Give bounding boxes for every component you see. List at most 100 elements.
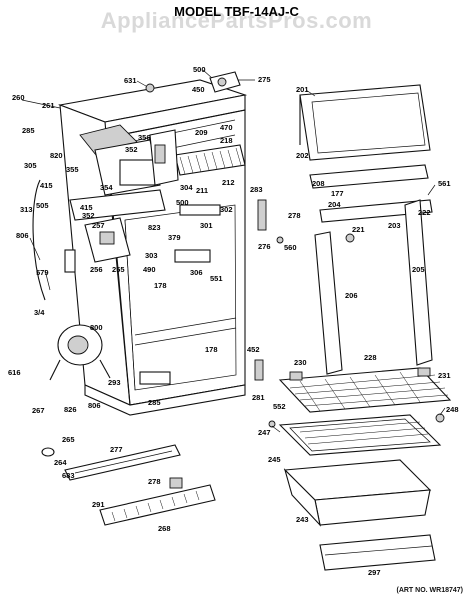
callout: 245 xyxy=(268,455,281,464)
callout: 221 xyxy=(352,225,365,234)
callout: 228 xyxy=(364,353,377,362)
callout: 297 xyxy=(368,568,381,577)
shelf-support-231 xyxy=(417,367,431,377)
kickplate-grille xyxy=(99,484,216,526)
callout: 203 xyxy=(388,221,401,230)
callout: 265 xyxy=(62,435,75,444)
callout: 352 xyxy=(82,211,95,220)
crisper-cover xyxy=(278,414,442,456)
callout: 293 xyxy=(108,378,121,387)
callout: 205 xyxy=(412,265,425,274)
callout: 178 xyxy=(205,345,218,354)
callout: 304 xyxy=(180,183,193,192)
callout: 201 xyxy=(296,85,309,94)
callout: 206 xyxy=(345,291,358,300)
callout: 255 xyxy=(112,265,125,274)
callout: 303 xyxy=(145,251,158,260)
hinge-bracket xyxy=(179,204,221,216)
crisper-cover-support xyxy=(174,249,211,263)
crisper-drawer xyxy=(283,459,432,527)
wire-shelf xyxy=(278,367,452,413)
callout: 823 xyxy=(148,223,161,232)
callout: 561 xyxy=(438,179,451,188)
callout: 278 xyxy=(288,211,301,220)
callout: 354 xyxy=(100,183,113,192)
callout: 177 xyxy=(331,189,344,198)
top-hinge xyxy=(209,71,241,93)
callout: 202 xyxy=(296,151,309,160)
callout: 212 xyxy=(222,178,235,187)
callout: 806 xyxy=(16,231,29,240)
art-number: (ART NO. WR18747) xyxy=(396,587,463,594)
watermark-text: AppliancePartsPros.com xyxy=(100,8,373,33)
callout: 806 xyxy=(88,401,101,410)
callout: 551 xyxy=(210,274,223,283)
callout: 276 xyxy=(258,242,271,251)
callout: 247 xyxy=(258,428,271,437)
screw-631 xyxy=(145,83,155,93)
callout: 560 xyxy=(284,243,297,252)
callout: 285 xyxy=(148,398,161,407)
refrigerant-tube xyxy=(32,179,46,301)
callout: 278 xyxy=(148,477,161,486)
freezer-shelf-rack xyxy=(174,144,246,176)
door-bin xyxy=(319,534,436,571)
callout: 616 xyxy=(8,368,21,377)
door-post-205 xyxy=(404,199,433,366)
callout: 500 xyxy=(176,198,189,207)
callout: 450 xyxy=(192,85,205,94)
callout: 313 xyxy=(20,205,33,214)
callout: 256 xyxy=(90,265,103,274)
hinge-part-452 xyxy=(254,359,264,381)
callout: 178 xyxy=(154,281,167,290)
callout: 285 xyxy=(22,126,35,135)
callout: 415 xyxy=(80,203,93,212)
callout: 800 xyxy=(90,323,103,332)
callout: 275 xyxy=(258,75,271,84)
callout: 243 xyxy=(296,515,309,524)
callout: 305 xyxy=(24,161,37,170)
callout: 302 xyxy=(220,205,233,214)
callout: 490 xyxy=(143,265,156,274)
screw-247 xyxy=(268,420,276,428)
callout: 281 xyxy=(252,393,265,402)
compressor xyxy=(49,324,111,381)
callout: 452 xyxy=(247,345,260,354)
callout: 470 xyxy=(220,123,233,132)
callout: 208 xyxy=(312,179,325,188)
callout: 209 xyxy=(195,128,208,137)
callout: 267 xyxy=(32,406,45,415)
callout: 248 xyxy=(446,405,459,414)
callout: 301 xyxy=(200,221,213,230)
screw-560 xyxy=(276,236,284,244)
callout: 356 xyxy=(138,133,151,142)
callout: 283 xyxy=(250,185,263,194)
callout: 552 xyxy=(273,402,286,411)
cabinet-body xyxy=(57,79,248,416)
callout: 505 xyxy=(36,201,49,210)
door-shelf-top xyxy=(299,84,431,161)
screw-248 xyxy=(435,413,445,423)
callout: 260 xyxy=(12,93,25,102)
control-box xyxy=(64,217,131,273)
hinge-part-283 xyxy=(257,199,267,231)
door-shelf-bar-208 xyxy=(309,164,429,189)
evaporator-assembly xyxy=(79,124,179,196)
callout: 230 xyxy=(294,358,307,367)
callout: 306 xyxy=(190,268,203,277)
callout: 3/4 xyxy=(34,308,45,317)
callout: 355 xyxy=(66,165,79,174)
callout: 683 xyxy=(62,471,75,480)
callout: 820 xyxy=(50,151,63,160)
callout: 500 xyxy=(193,65,206,74)
callout: 291 xyxy=(92,500,105,509)
door-post-206 xyxy=(314,231,343,375)
leveling-leg xyxy=(41,447,55,457)
door-shelf-bar-203 xyxy=(319,199,433,223)
shelf-support-230 xyxy=(289,371,303,381)
callout: 415 xyxy=(40,181,53,190)
callout: 218 xyxy=(220,136,233,145)
caster-278 xyxy=(169,477,183,489)
callout: 379 xyxy=(168,233,181,242)
